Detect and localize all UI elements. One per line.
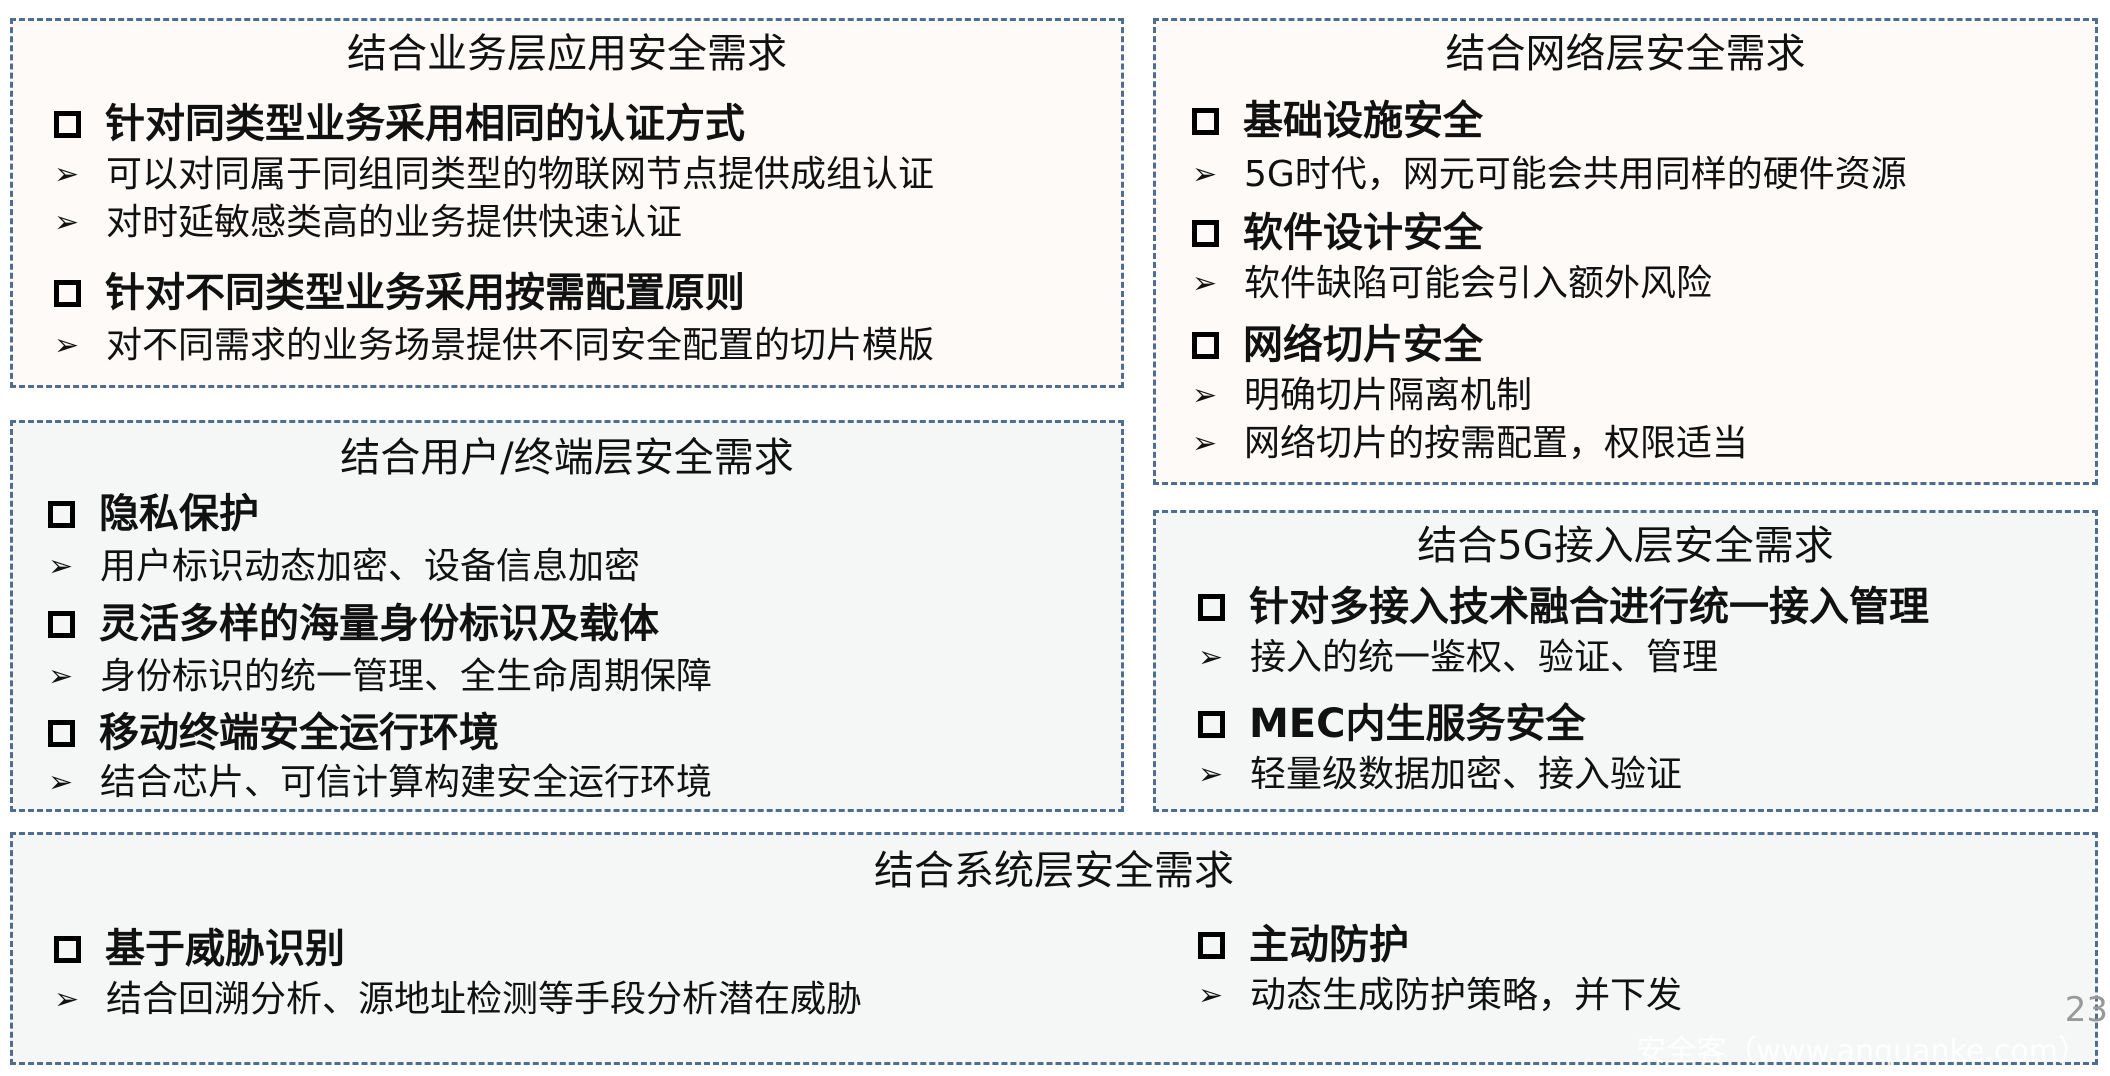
arrow-bullet-icon: ➢ [1192,426,1218,461]
arrow-bullet-icon: ➢ [1192,157,1218,192]
bullet-text: 网络切片的按需配置，权限适当 [1244,423,1749,464]
heading-item: 隐私保护 [48,489,259,539]
bullet-text: 可以对同属于同组同类型的物联网节点提供成组认证 [106,154,935,195]
panel-title: 结合网络层安全需求 [1445,31,1806,77]
bullet-item: ➢ 对不同需求的业务场景提供不同安全配置的切片模版 [54,321,934,371]
5g-access-layer-panel [1153,510,2098,812]
panel-title: 结合业务层应用安全需求 [347,31,787,77]
arrow-bullet-icon: ➢ [48,659,74,694]
bullet-item: ➢ 结合芯片、可信计算构建安全运行环境 [48,758,712,808]
bullet-item: ➢ 接入的统一鉴权、验证、管理 [1198,633,1718,683]
heading-item: 网络切片安全 [1192,320,1483,370]
arrow-bullet-icon: ➢ [54,328,80,363]
arrow-bullet-icon: ➢ [48,549,74,584]
heading-item: 针对不同类型业务采用按需配置原则 [54,268,745,318]
heading-text: 网络切片安全 [1243,322,1483,368]
arrow-bullet-icon: ➢ [1198,978,1224,1013]
checkbox-square-icon [54,279,81,307]
bullet-text: 轻量级数据加密、接入验证 [1250,754,1683,795]
arrow-bullet-icon: ➢ [54,157,80,192]
bullet-text: 用户标识动态加密、设备信息加密 [100,546,641,587]
bullet-item: ➢ 网络切片的按需配置，权限适当 [1192,419,1748,469]
bullet-item: ➢ 轻量级数据加密、接入验证 [1198,750,1682,800]
heading-item: 软件设计安全 [1192,208,1483,258]
bullet-item: ➢ 软件缺陷可能会引入额外风险 [1192,259,1712,309]
bullet-item: ➢ 5G时代，网元可能会共用同样的硬件资源 [1192,150,1907,200]
panel-title: 结合用户/终端层安全需求 [340,435,794,481]
checkbox-square-icon [1192,107,1219,135]
bullet-item: ➢ 动态生成防护策略，并下发 [1198,971,1682,1021]
arrow-bullet-icon: ➢ [1192,378,1218,413]
heading-text: 隐私保护 [99,491,259,537]
checkbox-square-icon [48,610,75,638]
arrow-bullet-icon: ➢ [54,982,80,1017]
arrow-bullet-icon: ➢ [54,205,80,240]
heading-item: 主动防护 [1198,920,1409,970]
network-layer-panel [1153,18,2098,485]
checkbox-square-icon [1198,931,1225,959]
bullet-text: 对不同需求的业务场景提供不同安全配置的切片模版 [106,325,935,366]
bullet-text: 动态生成防护策略，并下发 [1250,975,1683,1016]
checkbox-square-icon [54,935,81,963]
arrow-bullet-icon: ➢ [1198,640,1224,675]
bullet-text: 接入的统一鉴权、验证、管理 [1250,637,1719,678]
checkbox-square-icon [48,500,75,528]
heading-text: 基于威胁识别 [105,926,345,972]
heading-text: 针对多接入技术融合进行统一接入管理 [1249,584,1929,630]
arrow-bullet-icon: ➢ [1192,266,1218,301]
bullet-text: 对时延敏感类高的业务提供快速认证 [106,202,683,243]
bullet-item: ➢ 用户标识动态加密、设备信息加密 [48,542,640,592]
bullet-item: ➢ 对时延敏感类高的业务提供快速认证 [54,198,682,248]
checkbox-square-icon [1192,219,1219,247]
bullet-item: ➢ 可以对同属于同组同类型的物联网节点提供成组认证 [54,150,934,200]
bullet-item: ➢ 身份标识的统一管理、全生命周期保障 [48,652,712,702]
page-number: 23 [2064,990,2108,1030]
bullet-text: 结合回溯分析、源地址检测等手段分析潜在威胁 [106,979,863,1020]
watermark: 安全客（www.anquanke.com） [1636,1034,2088,1069]
bullet-text: 结合芯片、可信计算构建安全运行环境 [100,762,713,803]
heading-item: 灵活多样的海量身份标识及载体 [48,599,659,649]
heading-item: MEC内生服务安全 [1198,699,1585,749]
heading-text: 主动防护 [1249,922,1409,968]
heading-text: 软件设计安全 [1243,210,1483,256]
checkbox-square-icon [1198,593,1225,621]
bullet-text: 软件缺陷可能会引入额外风险 [1244,263,1713,304]
bullet-item: ➢ 结合回溯分析、源地址检测等手段分析潜在威胁 [54,975,862,1025]
checkbox-square-icon [1192,331,1219,359]
heading-item: 基于威胁识别 [54,924,345,974]
business-layer-panel [10,18,1124,388]
heading-text: 灵活多样的海量身份标识及载体 [99,601,659,647]
bullet-text: 明确切片隔离机制 [1244,375,1533,416]
heading-item: 针对同类型业务采用相同的认证方式 [54,99,745,149]
system-layer-panel [10,832,2098,1065]
heading-text: 针对同类型业务采用相同的认证方式 [105,101,745,147]
panel-title: 结合系统层安全需求 [874,848,1234,894]
heading-item: 基础设施安全 [1192,96,1483,146]
bullet-text: 5G时代，网元可能会共用同样的硬件资源 [1244,154,1907,195]
heading-item: 针对多接入技术融合进行统一接入管理 [1198,582,1929,632]
user-terminal-layer-panel [10,420,1124,812]
checkbox-square-icon [48,719,75,747]
arrow-bullet-icon: ➢ [48,765,74,800]
heading-text: 针对不同类型业务采用按需配置原则 [105,270,745,316]
checkbox-square-icon [54,110,81,138]
heading-text: 移动终端安全运行环境 [99,710,499,756]
bullet-item: ➢ 明确切片隔离机制 [1192,371,1532,421]
heading-text: 基础设施安全 [1243,98,1483,144]
arrow-bullet-icon: ➢ [1198,757,1224,792]
panel-title: 结合5G接入层安全需求 [1417,523,1834,569]
heading-item: 移动终端安全运行环境 [48,708,499,758]
bullet-text: 身份标识的统一管理、全生命周期保障 [100,656,713,697]
heading-text: MEC内生服务安全 [1249,701,1586,747]
checkbox-square-icon [1198,710,1225,738]
